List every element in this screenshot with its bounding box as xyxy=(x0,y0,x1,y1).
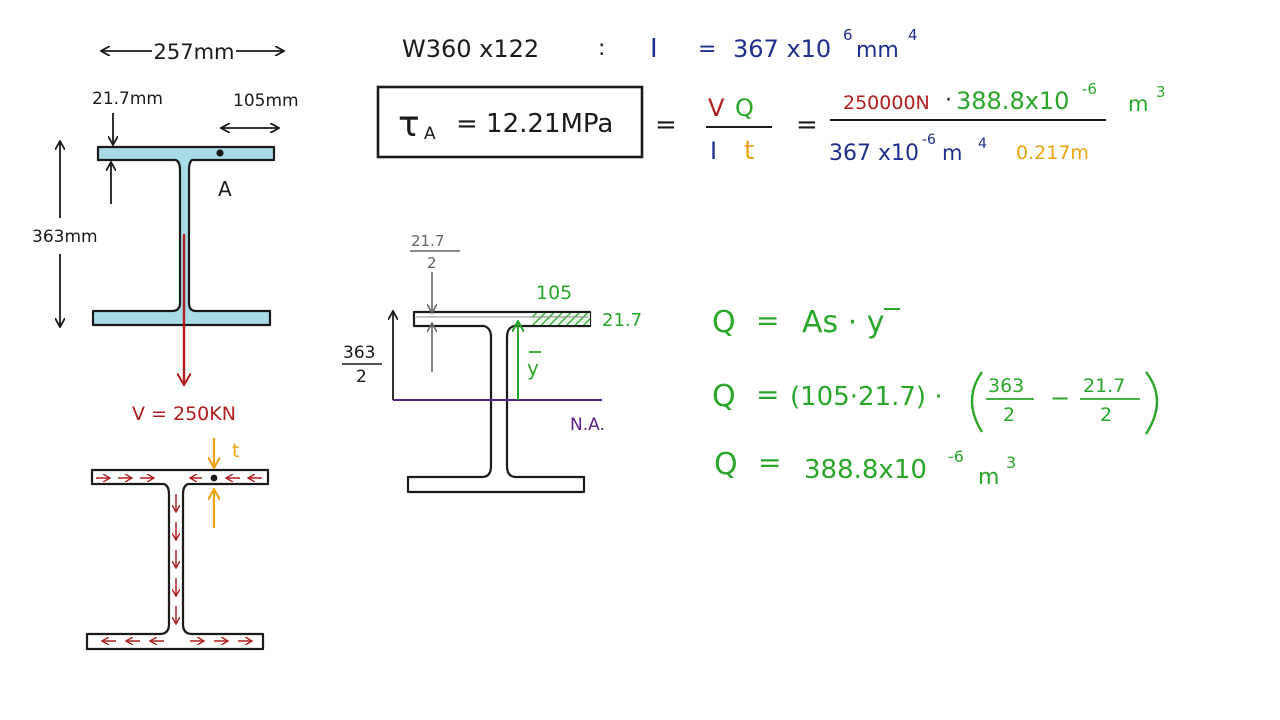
formula-Q: Q xyxy=(735,94,754,122)
inertia-unit-exponent: 4 xyxy=(908,26,918,44)
formula-I: I xyxy=(710,137,717,165)
result-box: τ A = 12.21MPa xyxy=(376,85,644,159)
numerator-unit-exponent: 3 xyxy=(1156,83,1166,101)
q2-lhs: Q xyxy=(712,379,736,414)
half-thickness-numerator: 21.7 xyxy=(411,232,444,250)
point-a-dot xyxy=(216,149,224,157)
mid-flange-thickness-label: 21.7 xyxy=(602,310,642,331)
q3-equals: = xyxy=(758,446,781,479)
denominator-I-exponent: -6 xyxy=(922,132,936,148)
shear-flow-arrows xyxy=(96,478,262,641)
denominator-I: 367 x10 xyxy=(829,141,919,166)
q-equations: Q = As · y Q = (105·21.7) · 363 2 − 21.7… xyxy=(712,304,1159,490)
flange-thickness-label: 21.7mm xyxy=(92,89,163,109)
formula-equals-1: = xyxy=(655,110,677,140)
shear-formula: = V Q I t = 250000N · 388.8x10 -6 m 3 36… xyxy=(655,80,1166,166)
q2-open-paren xyxy=(970,371,984,433)
numerator-unit: m xyxy=(1128,92,1148,116)
q2-close-paren xyxy=(1144,371,1159,435)
denominator-t: 0.217m xyxy=(1016,142,1089,164)
q3-lhs: Q xyxy=(714,447,738,482)
shear-flow-point-dot xyxy=(210,474,218,482)
q2-frac2-denominator: 2 xyxy=(1100,404,1112,426)
ybar-label: y xyxy=(527,356,539,380)
numerator-force: 250000N xyxy=(843,92,930,114)
q1-lhs: Q xyxy=(712,305,736,340)
result-box-frame xyxy=(376,85,644,159)
width-label: 257mm xyxy=(154,40,235,64)
q1-rhs: As · y xyxy=(802,305,885,340)
shear-flow-beam-outline xyxy=(85,468,270,651)
depth-label: 363mm xyxy=(32,227,98,247)
half-depth-numerator: 363 xyxy=(343,343,375,363)
q3-unit-exponent: 3 xyxy=(1006,453,1016,472)
denominator-I-unit-exponent: 4 xyxy=(978,136,987,152)
inertia-unit: mm xyxy=(856,38,899,63)
q2-minus: − xyxy=(1050,384,1070,412)
mid-flange-width-label: 105 xyxy=(536,282,572,304)
half-depth-denominator: 2 xyxy=(356,367,367,387)
numerator-Q-exponent: -6 xyxy=(1082,80,1097,98)
shear-flow-diagram: t xyxy=(85,438,270,651)
half-flange-label: 105mm xyxy=(233,91,299,111)
numerator-Q: 388.8x10 xyxy=(956,87,1069,115)
q1-equals: = xyxy=(756,304,779,337)
inertia-value: 367 x10 xyxy=(733,35,831,63)
inertia-symbol: I xyxy=(650,34,658,64)
neutral-axis-label: N.A. xyxy=(570,415,605,435)
neutral-axis-diagram: N.A. 363 2 21.7 2 105 21.7 y xyxy=(342,232,642,494)
denominator-I-unit: m xyxy=(942,141,962,165)
q2-paren-term: (105·21.7) · xyxy=(790,382,943,412)
tau-value: = 12.21MPa xyxy=(456,109,613,139)
inertia-exponent: 6 xyxy=(843,26,853,44)
q3-unit: m xyxy=(978,465,999,490)
shear-force-label: V = 250KN xyxy=(132,403,236,425)
point-a-label: A xyxy=(218,177,232,201)
tau-symbol: τ xyxy=(398,104,420,145)
hatched-area xyxy=(532,313,590,325)
half-thickness-denominator: 2 xyxy=(427,254,437,272)
formula-equals-2: = xyxy=(796,110,818,140)
formula-V: V xyxy=(708,94,725,122)
t-label: t xyxy=(232,440,239,462)
designation-colon: : xyxy=(598,36,605,61)
q3-exponent: -6 xyxy=(948,447,964,466)
tau-subscript: A xyxy=(424,124,436,144)
q2-frac2-numerator: 21.7 xyxy=(1083,375,1125,397)
q3-value: 388.8x10 xyxy=(804,455,927,485)
numerator-dot: · xyxy=(945,88,952,113)
half-section-outline xyxy=(406,310,592,494)
inertia-equals: = xyxy=(698,37,716,62)
shape-designation: W360 x122 xyxy=(402,35,539,63)
q2-frac1-denominator: 2 xyxy=(1003,404,1015,426)
q2-equals: = xyxy=(756,378,779,411)
designation-line: W360 x122 : I = 367 x10 6 mm 4 xyxy=(402,26,918,64)
i-beam-section: 257mm 21.7mm 105mm A 363mm V = 250KN xyxy=(32,40,299,425)
formula-t: t xyxy=(744,136,754,166)
q2-frac1-numerator: 363 xyxy=(988,375,1024,397)
